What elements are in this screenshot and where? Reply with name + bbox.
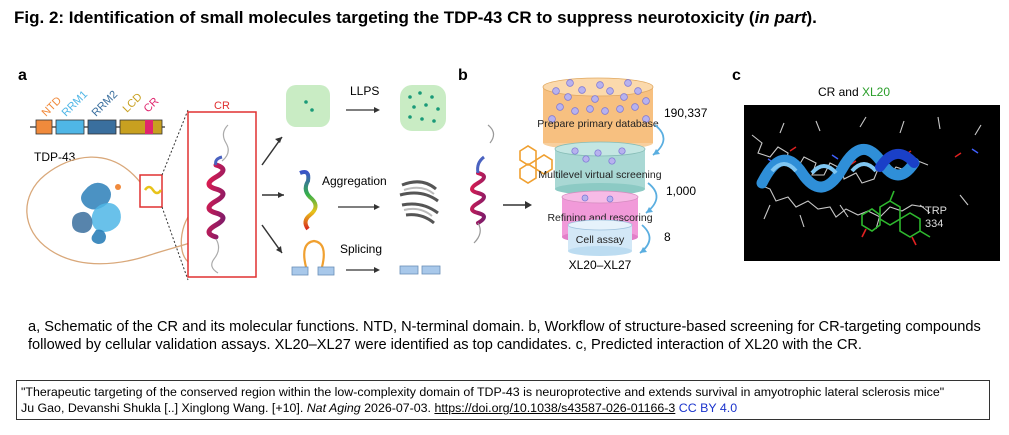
stage-1-label: Prepare primary database [537,118,659,130]
count-1000: 1,000 [666,184,696,198]
stage-2-label: Multilevel virtual screening [538,169,661,181]
domain-label-cr: CR [142,95,162,115]
cr-inset-box [139,174,163,208]
aggregation-label: Aggregation [322,174,387,188]
screening-stage-4: Cell assay [567,219,633,256]
stage-4-label: Cell assay [576,234,625,246]
llps-label: LLPS [350,84,379,98]
panel-b-label: b [458,67,468,84]
aggregate-fibril [399,180,439,225]
domain-lcd [119,119,163,135]
cr-helix [206,162,226,240]
domain-label-lcd: LCD [121,91,145,115]
molecule-icon [519,145,553,184]
citation-details: Ju Gao, Devanshi Shukla [..] Xinglong Wa… [21,401,738,415]
domain-rrm1 [55,119,85,135]
citation-title: "Therapeutic targeting of the conserved … [21,385,945,399]
folded-domains [72,182,121,244]
panel-c-label: c [732,67,741,84]
panel-a-label: a [18,67,27,84]
residue-name: TRP [925,205,947,217]
protein-label: TDP-43 [34,150,76,164]
spliced-exons [399,265,419,275]
domain-label-ntd: NTD [40,95,65,120]
domain-label-rrm1: RRM1 [60,89,91,120]
stage-3-label: Refining and rescoring [547,212,652,224]
figure-caption: a, Schematic of the CR and its molecular… [28,319,981,353]
splicing-loop [303,239,325,268]
screening-stage-2: Multilevel virtual screening [538,141,662,195]
structure-view [744,105,1000,261]
residue-number: 334 [925,218,943,230]
result-candidates: XL20–XL27 [569,258,632,272]
cr-box-label: CR [214,100,230,112]
domain-rrm2 [87,119,117,135]
splicing-label: Splicing [340,242,382,256]
domain-ntd [35,119,53,135]
panel-b: b Prepare primary databa [458,67,708,272]
figure-title: Fig. 2: Identification of small molecule… [14,8,817,27]
license-link[interactable]: CC BY 4.0 [678,401,738,415]
cr-helix-ribbon [756,143,920,193]
domain-label-rrm2: RRM2 [90,89,121,120]
panel-c-heading: CR and XL20 [818,85,890,99]
count-8: 8 [664,230,671,244]
llps-before [286,85,330,127]
figure-panels: a NTD RRM1 RRM2 LCD CR TDP-43 CR [18,67,1000,281]
ligand-xl20 [861,190,931,238]
count-190337: 190,337 [664,106,708,120]
panel-a: a NTD RRM1 RRM2 LCD CR TDP-43 CR [18,67,446,281]
panel-c: c CR and XL20 TRP 334 [732,67,1000,261]
aggregation-monomer [299,170,318,231]
screening-stage-1: Prepare primary database [537,77,659,150]
domain-cr [145,120,153,134]
protein-coil [26,156,238,266]
stick-model [751,116,982,230]
doi-link[interactable]: https://doi.org/10.1038/s43587-026-01166… [434,401,676,415]
citation-box: "Therapeutic targeting of the conserved … [16,380,990,420]
